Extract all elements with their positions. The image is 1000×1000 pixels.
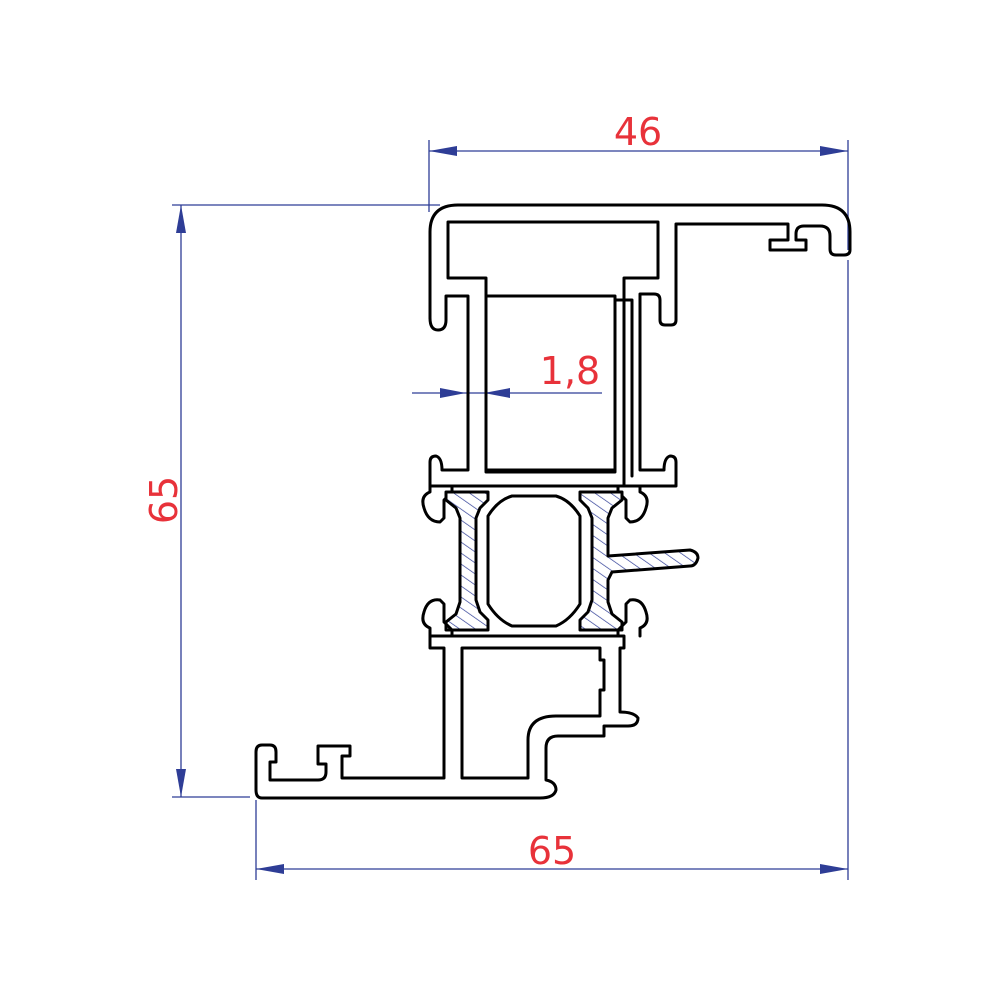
thermal-break-cavity [486, 494, 582, 628]
right-upper-clip [616, 484, 649, 524]
right-lower-clip [616, 598, 649, 638]
dimension-label-thickness: 1,8 [540, 349, 600, 393]
dimension-left-height: 65 [142, 204, 440, 798]
dimension-label-bottom: 65 [528, 829, 576, 873]
inner-profile-section [254, 598, 649, 800]
thermal-break [444, 490, 700, 632]
dimension-label-top: 46 [614, 110, 662, 154]
lower-frame-outline [254, 634, 640, 800]
left-wall-outline [428, 294, 626, 488]
arrowhead-left [440, 388, 466, 398]
arrowhead-right [820, 864, 848, 874]
left-upper-clip [421, 484, 454, 524]
arrowhead-left [429, 146, 457, 156]
dimension-bottom-width: 65 [255, 260, 849, 880]
arrowhead-right [820, 146, 848, 156]
arrowhead-right [484, 388, 510, 398]
outer-profile-section [421, 203, 852, 524]
lower-chamber [460, 646, 606, 780]
top-flange-outline [428, 203, 852, 488]
arrowhead-top [176, 205, 186, 233]
dimension-label-left: 65 [142, 476, 186, 524]
left-thermal-strip [444, 490, 490, 632]
left-lower-clip [421, 598, 454, 638]
arrowhead-bottom [176, 769, 186, 797]
right-thermal-strip [578, 490, 700, 632]
arrowhead-left [256, 864, 284, 874]
dimension-wall-thickness: 1,8 [412, 349, 602, 398]
upper-chamber [484, 294, 617, 474]
dimension-top-width: 46 [428, 110, 849, 250]
